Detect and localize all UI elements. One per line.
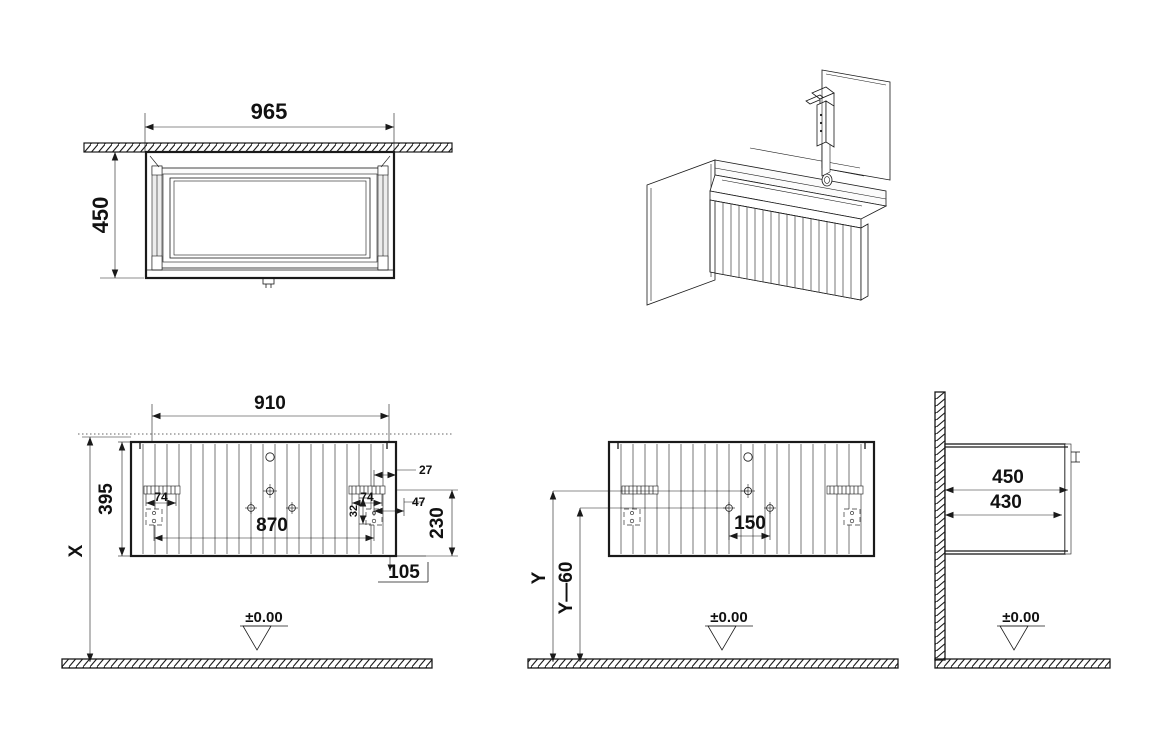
dimension-X: X: [66, 436, 131, 662]
datum-label-front: ±0.00: [245, 609, 282, 626]
dimension-47: 47: [373, 495, 426, 516]
dim-label-870: 870: [256, 515, 288, 536]
view-rear-elevation: Y Y—60 150 ±0.00: [527, 440, 899, 669]
dimension-27: 27: [373, 463, 433, 487]
rear-bracket-plate-right: [826, 485, 864, 526]
dim-label-105: 105: [388, 562, 420, 583]
dimension-430-side: 430: [944, 492, 1062, 519]
dim-label-450-plan: 450: [88, 197, 113, 234]
bracket-plate-left: [143, 485, 181, 526]
plan-handle-notch: [262, 277, 275, 288]
dim-label-910: 910: [254, 393, 286, 414]
dimension-74-left: 74: [145, 490, 177, 507]
floor-datum-front: ±0.00: [61, 609, 433, 669]
dim-label-Y: Y: [529, 571, 550, 584]
dim-label-395: 395: [96, 483, 117, 515]
drawer-runner-right: [377, 155, 391, 271]
front-cabinet-body: [129, 440, 398, 558]
datum-label-rear: ±0.00: [710, 609, 747, 626]
iso-top-deck: [709, 159, 888, 229]
drawer-runner-left: [149, 155, 163, 271]
dim-label-32: 32: [348, 505, 360, 517]
view-top-plan: 965: [83, 99, 453, 288]
dim-label-450-side: 450: [992, 467, 1024, 488]
dim-label-430-side: 430: [990, 492, 1022, 513]
iso-side-panel: [646, 159, 716, 306]
dim-label-965: 965: [251, 99, 288, 124]
dimension-450-side: 450: [944, 467, 1068, 494]
iso-wall-bracket: [805, 86, 835, 176]
dimension-870: 870: [153, 515, 375, 542]
dimension-105: 105: [378, 555, 429, 583]
dim-label-27: 27: [419, 463, 433, 477]
side-cabinet-body: [944, 443, 1080, 555]
iso-flutes: [722, 202, 852, 299]
iso-front-fluted-panel: [709, 173, 869, 301]
dimension-395: 395: [96, 441, 131, 557]
dim-label-230: 230: [427, 507, 448, 539]
front-flutes: [142, 444, 384, 554]
iso-drain-hole: [821, 173, 833, 187]
drain-hole-rear: [743, 452, 753, 462]
rear-cabinet-body: [607, 440, 876, 558]
datum-label-side: ±0.00: [1002, 609, 1039, 626]
floor-datum-side: ±0.00: [934, 609, 1111, 669]
wall-section: [934, 391, 946, 661]
dimension-Y: Y: [529, 490, 748, 662]
wall-band-top: [83, 142, 453, 153]
view-isometric: [646, 69, 891, 306]
dim-label-74-left: 74: [154, 490, 168, 504]
side-top-bracket: [1071, 451, 1080, 463]
view-side-elevation: 450 430 ±0.00: [934, 391, 1111, 669]
rear-flutes: [620, 444, 862, 554]
dimension-Y-60: Y—60: [556, 507, 729, 662]
dim-label-47: 47: [412, 495, 426, 509]
center-fixing-hole: [263, 484, 277, 498]
rear-bracket-plate-left: [621, 485, 659, 526]
floor-datum-rear: ±0.00: [527, 609, 899, 669]
dim-label-Y-60: Y—60: [556, 562, 577, 615]
dim-label-74-right: 74: [360, 490, 374, 504]
dimension-965: 965: [144, 99, 395, 152]
drain-hole-front: [265, 452, 275, 462]
view-front-elevation: 910: [61, 393, 458, 669]
dimension-32: 32: [348, 497, 371, 525]
cabinet-plan-body: [144, 150, 396, 288]
dimension-230: 230: [396, 489, 458, 557]
dimension-150: 150: [728, 512, 771, 540]
pipe-hole-right: [286, 502, 298, 514]
dimension-450-plan: 450: [88, 151, 144, 279]
pipe-hole-left: [245, 502, 257, 514]
dim-label-150: 150: [734, 513, 766, 534]
dim-label-X: X: [66, 544, 87, 557]
